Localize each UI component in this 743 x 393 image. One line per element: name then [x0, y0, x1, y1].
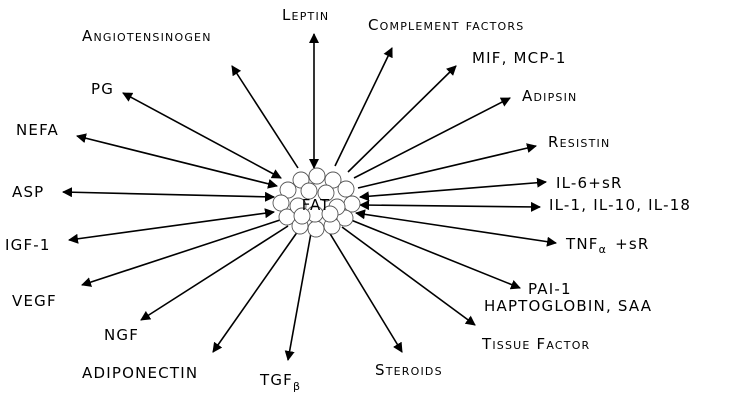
label-asp: ASP: [12, 183, 44, 201]
label-tgf-beta: TGFβ: [259, 371, 301, 393]
label-vegf: VEGF: [12, 292, 57, 310]
arrow-vegf: [82, 220, 280, 285]
arrow-angiotensinogen: [232, 66, 298, 168]
arrow-asp: [63, 192, 274, 197]
label-leptin: Leptin: [282, 6, 329, 24]
label-beta: β: [293, 380, 301, 393]
arrow-steroids: [329, 232, 402, 352]
arrow-tgf-beta: [288, 233, 311, 360]
label-pg: PG: [91, 80, 114, 98]
arrow-tnf: [356, 213, 556, 243]
arrow-nefa: [77, 136, 277, 186]
label-pai1: PAI-1: [528, 280, 572, 298]
label-adiponectin: ADIPONECTIN: [82, 364, 198, 382]
label-nefa: NEFA: [16, 121, 59, 139]
label-ngf: NGF: [104, 326, 139, 344]
label-tnf-sr: +sR: [615, 235, 649, 253]
label-igf1: IGF-1: [5, 236, 51, 254]
label-il1-il10-il18: IL-1, IL-10, IL-18: [549, 196, 691, 214]
label-il6-sr: IL-6+sR: [556, 174, 623, 192]
label-tnf-alpha: α: [599, 243, 607, 256]
arrow-il1: [360, 205, 540, 207]
arrow-adipsin: [354, 98, 510, 178]
arrow-igf1: [69, 212, 274, 240]
arrow-complement-factors: [335, 48, 392, 166]
label-adipsin: Adipsin: [522, 87, 577, 105]
arrow-il6: [360, 182, 546, 197]
arrow-adiponectin: [213, 231, 298, 352]
label-complement-factors: Complement factors: [368, 16, 524, 34]
label-angiotensinogen: Angiotensinogen: [82, 27, 212, 45]
fat-label: FAT: [302, 196, 331, 214]
label-mif-mcp1: MIF, MCP-1: [472, 49, 567, 67]
label-tnf: TNF: [565, 235, 599, 253]
label-tissue-factor: Tissue Factor: [481, 335, 590, 353]
label-tgf: TGF: [259, 371, 293, 389]
arrow-tissue-factor: [342, 227, 475, 325]
arrow-mif-mcp1: [348, 66, 456, 172]
label-tnf-alpha-sr: TNFα +sR: [565, 235, 649, 256]
arrow-pai1: [351, 220, 520, 288]
label-haptoglobin-saa: HAPTOGLOBIN, SAA: [484, 297, 652, 315]
label-steroids: Steroids: [375, 361, 443, 379]
arrow-resistin: [358, 146, 536, 188]
label-resistin: Resistin: [548, 133, 610, 151]
arrow-ngf: [141, 226, 288, 320]
